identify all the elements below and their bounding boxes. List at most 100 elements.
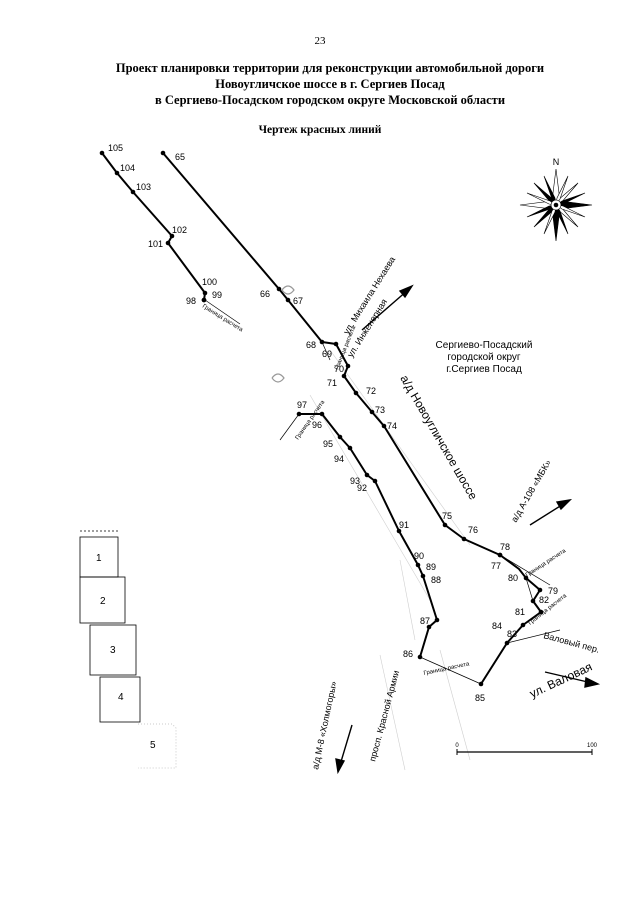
- turning-point-marker: [341, 373, 347, 379]
- turning-point: 92: [357, 478, 378, 493]
- turning-point-number: 105: [108, 143, 123, 153]
- turning-point: 85: [475, 681, 485, 703]
- turning-point-number: 72: [366, 386, 376, 396]
- sheet-key-labels: 1 2 3 4 5: [96, 553, 156, 751]
- turning-point: 96: [312, 411, 325, 430]
- turning-point: 76: [461, 525, 478, 542]
- turning-point-marker: [461, 536, 467, 542]
- turning-point: 81: [515, 598, 536, 617]
- district-label: Сергиево-Посадский городской округ г.Сер…: [436, 340, 533, 375]
- drawing-title: Чертеж красных линий: [258, 124, 382, 136]
- calculation-boundaries: [204, 299, 561, 685]
- arrow-m8: [335, 724, 353, 775]
- road-label-valovaya: ул. Валовая: [527, 660, 594, 701]
- turning-point-number: 100: [202, 277, 217, 287]
- turning-point: 73: [369, 405, 385, 415]
- turning-point-marker: [99, 150, 105, 156]
- red-lines: [101, 152, 542, 685]
- scale-bar: 0 100: [455, 743, 598, 755]
- turning-point: 80: [508, 573, 529, 583]
- turning-point-number: 91: [399, 520, 409, 530]
- turning-point-number: 81: [515, 607, 525, 617]
- turning-point-marker: [417, 654, 423, 660]
- turning-point-number: 103: [136, 182, 151, 192]
- turning-point: 94: [334, 445, 353, 464]
- turning-point-marker: [434, 617, 440, 623]
- turning-point-marker: [520, 622, 526, 628]
- turning-point-marker: [296, 411, 302, 417]
- red-line-main-segment: [162, 152, 542, 685]
- turning-point: 78: [497, 542, 510, 558]
- turning-point-number: 80: [508, 573, 518, 583]
- turning-point-number: 98: [186, 296, 196, 306]
- turning-point-marker: [285, 297, 291, 303]
- turning-point-marker: [130, 189, 136, 195]
- turning-point: 101: [148, 239, 171, 249]
- turning-point-number: 71: [327, 378, 337, 388]
- turning-point-number: 92: [357, 483, 367, 493]
- turning-point-number: 65: [175, 152, 185, 162]
- sheet-4-label: 4: [118, 692, 124, 703]
- turning-point: 82: [538, 595, 549, 615]
- turning-point: 95: [323, 434, 343, 449]
- sheet-1-label: 1: [96, 553, 102, 564]
- road-label-krasnoy-armii: просп. Красной Армии: [367, 669, 401, 762]
- page-number: 23: [314, 35, 326, 47]
- red-line-west-segment: [299, 413, 438, 658]
- turning-point-marker: [415, 562, 421, 568]
- turning-point-number: 101: [148, 239, 163, 249]
- road-label-m8: а/д М-8 «Холмогоры»: [310, 680, 338, 770]
- turning-point-number: 93: [350, 476, 360, 486]
- direction-arrows: [335, 284, 601, 775]
- turning-point-marker: [504, 640, 510, 646]
- turning-point-marker: [353, 390, 359, 396]
- turning-point: 104: [114, 163, 135, 176]
- title-line-3: в Сергиево-Посадском городском округе Мо…: [154, 93, 506, 107]
- turning-point-number: 87: [420, 616, 430, 626]
- title-line-1: Проект планировки территории для реконст…: [115, 61, 545, 75]
- turning-point-marker: [381, 423, 387, 429]
- sheet-5-label: 5: [150, 740, 156, 751]
- scale-end: 100: [587, 743, 598, 749]
- district-line-3: г.Сергиев Посад: [446, 364, 522, 375]
- turning-point: 89: [420, 562, 436, 579]
- turning-point-number: 102: [172, 225, 187, 235]
- turning-point-number: 89: [426, 562, 436, 572]
- turning-point-marker: [337, 434, 343, 440]
- turning-point: 75: [442, 511, 452, 528]
- turning-point-marker: [347, 445, 353, 451]
- district-line-2: городской округ: [447, 352, 521, 363]
- turning-point-number: 74: [387, 421, 397, 431]
- sheet-3-label: 3: [110, 645, 116, 656]
- road-label-novouglichskoe: а/д Новоугличское шоссе: [397, 373, 480, 503]
- turning-point: 91: [396, 520, 409, 534]
- turning-point-marker: [319, 411, 325, 417]
- turning-point: 69: [322, 341, 339, 359]
- turning-point: 98: [186, 296, 207, 306]
- turning-point-marker: [497, 552, 503, 558]
- boundary-label-1: Граница расчета: [201, 304, 244, 334]
- turning-point: 65: [160, 150, 185, 162]
- title-line-2: Новоугличское шоссе в г. Сергиев Посад: [215, 77, 445, 91]
- turning-point: 103: [130, 182, 151, 195]
- turning-point-number: 68: [306, 340, 316, 350]
- turning-point: 79: [537, 586, 558, 596]
- turning-point-number: 83: [507, 629, 517, 639]
- turning-point-marker: [319, 339, 325, 345]
- turning-point-marker: [201, 297, 207, 303]
- sheet-2-label: 2: [100, 596, 106, 607]
- turning-point: 100: [202, 277, 217, 296]
- turning-point-marker: [276, 286, 282, 292]
- turning-point-marker: [160, 150, 166, 156]
- turning-point-number: 95: [323, 439, 333, 449]
- turning-points: 1051041031021011009998656667686970717273…: [99, 143, 558, 703]
- document-title: Проект планировки территории для реконст…: [40, 60, 620, 108]
- turning-point-number: 70: [334, 364, 344, 374]
- turning-point-number: 97: [297, 400, 307, 410]
- arrow-a108: [529, 498, 573, 526]
- turning-point-marker: [426, 624, 432, 630]
- turning-point-marker: [333, 341, 339, 347]
- sheet-key: [79, 530, 177, 769]
- turning-point: 66: [260, 286, 282, 299]
- boundary-label-4: Граница расчета: [525, 548, 568, 579]
